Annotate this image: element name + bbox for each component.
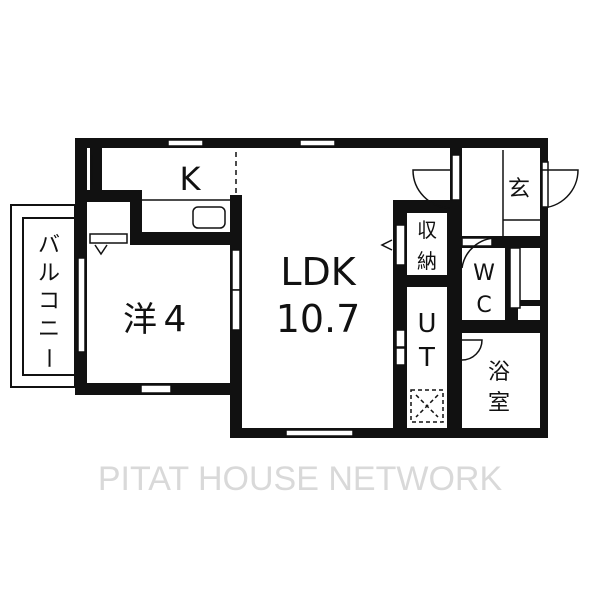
entrance-label: 玄 <box>508 177 530 202</box>
bath-door-icon <box>461 339 483 361</box>
western-room-label: 洋 <box>123 300 157 340</box>
balcony-label: バ ル コ ニ ー <box>35 233 60 369</box>
closet-marker-icon <box>94 244 108 256</box>
washer-space-icon <box>410 389 444 423</box>
wc-label-2: C <box>476 293 491 318</box>
storage-label-2: 納 <box>417 249 437 273</box>
balcony-char: ル <box>38 261 60 286</box>
balcony-char: バ <box>38 233 60 258</box>
utility-label-2: T <box>418 343 435 373</box>
kitchen-label: K <box>180 160 202 198</box>
wc-door-icon <box>461 237 498 269</box>
sink-icon <box>192 206 226 229</box>
entrance-door-icon <box>539 169 579 209</box>
storage-marker-icon <box>380 239 393 251</box>
door-swing-icon <box>412 169 451 209</box>
ldk-size: 10.7 <box>276 297 361 341</box>
storage-label-1: 収 <box>417 218 437 242</box>
balcony-char: ニ <box>38 317 60 342</box>
western-room-size: 4 <box>164 299 187 340</box>
wc-label-1: W <box>473 261 495 286</box>
fixtures <box>91 150 579 423</box>
bath-label-2: 室 <box>488 391 510 416</box>
watermark: PITAT HOUSE NETWORK <box>98 460 503 498</box>
balcony-char: ー <box>35 347 60 369</box>
ldk-label: LDK <box>280 250 356 294</box>
balcony-char: コ <box>38 289 60 314</box>
bath-label-1: 浴 <box>488 360 510 385</box>
utility-label-1: U <box>417 309 436 339</box>
